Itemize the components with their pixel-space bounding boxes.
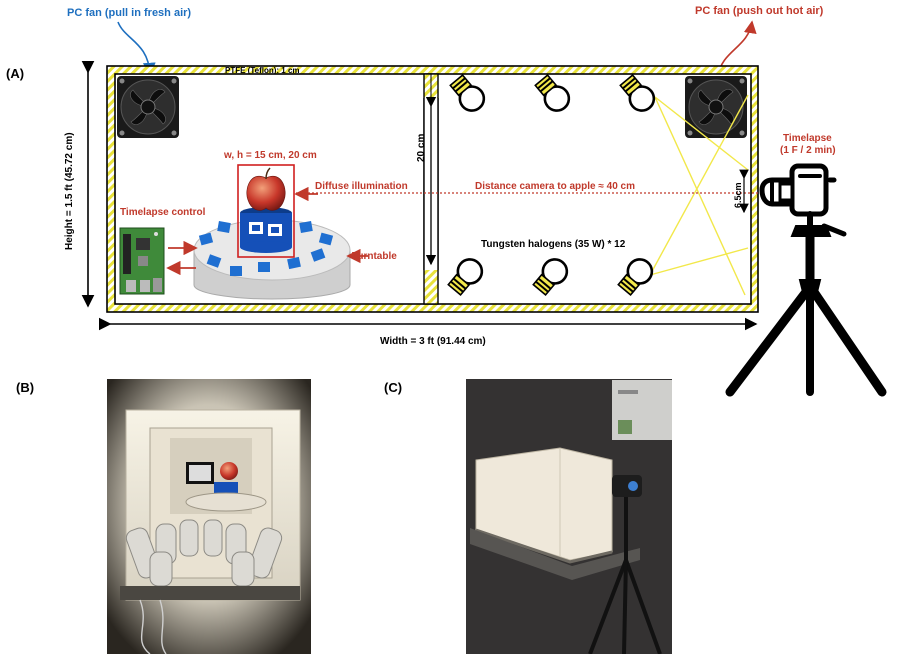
apple-size-label: w, h = 15 cm, 20 cm [223,150,317,161]
panel-label-b: (B) [16,380,34,395]
camera-height-label: 6.5cm [733,182,743,208]
diffuse-label: Diffuse illumination [315,181,408,192]
raspberry-pi-icon [119,227,165,295]
bulb-icon [449,73,486,112]
fan-icon [117,76,179,138]
fan-out-label: PC fan (push out hot air) [695,5,824,17]
bulb-icon [532,258,569,297]
tripod-camera-icon [725,163,887,397]
panel-label-a: (A) [6,66,24,81]
panel-label-c: (C) [384,380,402,395]
timelapse-control-label: Timelapse control [120,207,206,218]
fan-in-label: PC fan (pull in fresh air) [67,7,191,19]
timelapse-title: Timelapse [783,133,832,144]
ptfe-label: PTFE (Teflon): 1 cm [225,66,300,75]
bulb-icon [617,258,654,297]
bulb-icon [447,258,484,297]
turntable-label: Turntable [352,251,397,262]
bulb-icon [619,73,656,112]
timelapse-rate: (1 F / 2 min) [780,145,836,156]
distance-label: Distance camera to apple ≈ 40 cm [475,181,635,192]
divider-height-label: 20 cm [416,134,427,162]
photo-c [466,379,672,654]
light-rays [649,94,749,296]
apple-bounding-box [237,164,295,258]
bulb-icon [534,73,571,112]
width-label: Width = 3 ft (91.44 cm) [380,336,486,347]
photo-b [107,379,311,654]
fan-icon [685,76,747,138]
apple-icon [246,167,286,211]
turntable [193,207,351,300]
height-label: Height = 1.5 ft (45.72 cm) [64,132,75,250]
halogens-label: Tungsten halogens (35 W) * 12 [481,239,626,250]
